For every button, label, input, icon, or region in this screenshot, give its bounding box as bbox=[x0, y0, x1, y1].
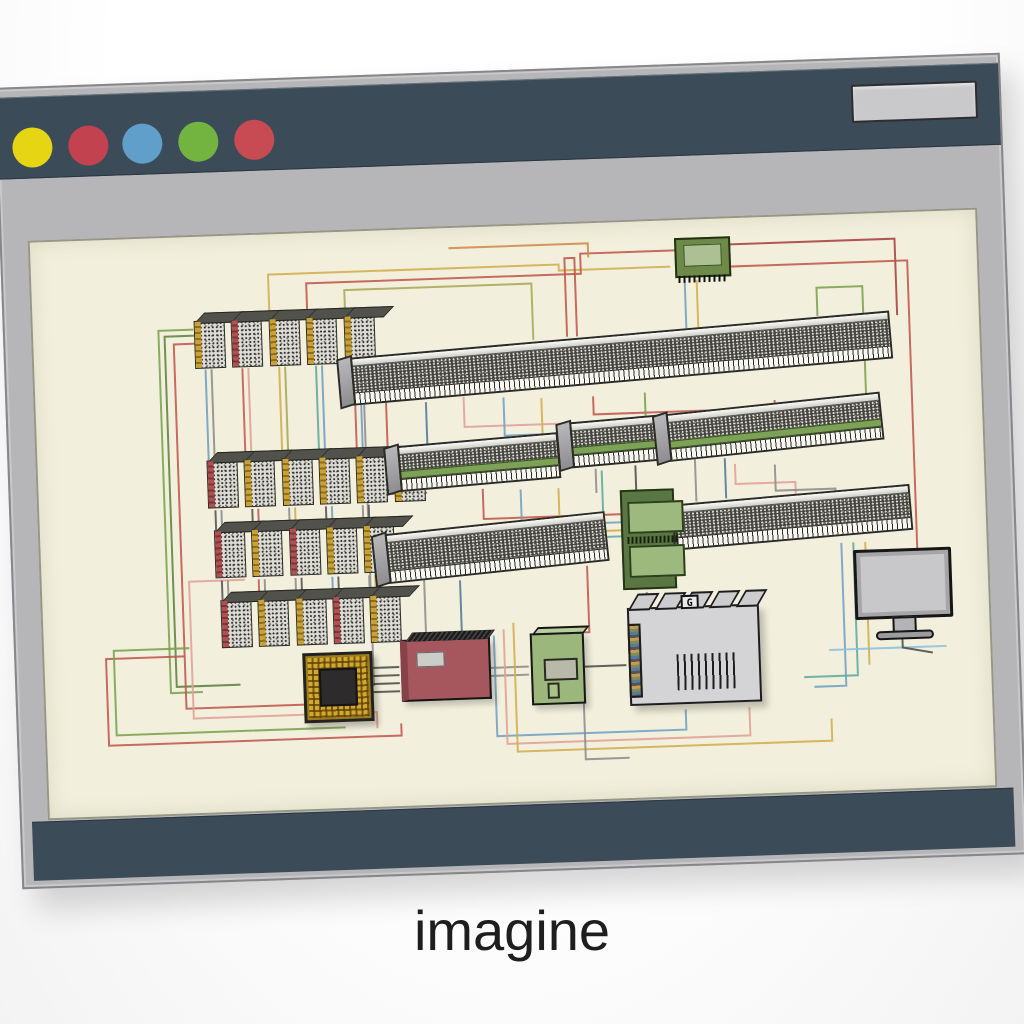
green-relay-box bbox=[529, 625, 590, 706]
dip-chip bbox=[355, 454, 389, 504]
dip-chip bbox=[295, 596, 328, 646]
plc-unit: G bbox=[626, 589, 768, 706]
red-controller-box bbox=[399, 629, 496, 702]
dip-chip bbox=[281, 456, 315, 506]
cpu-chip bbox=[302, 650, 375, 724]
dip-chip bbox=[332, 595, 365, 645]
dip-chip bbox=[305, 315, 339, 366]
dip-chip bbox=[193, 319, 227, 369]
address-bar[interactable] bbox=[850, 80, 978, 123]
dip-chip bbox=[213, 529, 247, 579]
browser-window: G bbox=[0, 52, 1024, 890]
dip-chip bbox=[230, 318, 264, 368]
titlebar-dot-red-2[interactable] bbox=[233, 119, 275, 161]
dip-chip bbox=[206, 459, 240, 509]
dip-chip bbox=[268, 317, 302, 367]
dip-chip bbox=[318, 455, 352, 505]
green-relay-module bbox=[619, 488, 686, 591]
dip-chip bbox=[257, 597, 290, 647]
dip-chip bbox=[243, 458, 277, 508]
dip-chip bbox=[369, 593, 402, 643]
dip-chip bbox=[325, 525, 359, 575]
monitor bbox=[852, 546, 954, 641]
titlebar-dot-red[interactable] bbox=[67, 124, 110, 167]
dip-chip bbox=[288, 526, 322, 576]
green-pcb-module bbox=[673, 236, 732, 284]
titlebar-dot-yellow[interactable] bbox=[11, 126, 54, 169]
titlebar-dot-green[interactable] bbox=[177, 121, 220, 163]
titlebar-dots bbox=[0, 64, 998, 169]
titlebar bbox=[0, 62, 1001, 180]
content-panel: G bbox=[27, 207, 998, 821]
caption-text: imagine bbox=[413, 899, 611, 962]
dip-chip bbox=[220, 599, 253, 649]
wiring-diagram: G bbox=[30, 210, 996, 819]
dip-chip bbox=[250, 528, 284, 578]
titlebar-dot-blue[interactable] bbox=[121, 122, 164, 165]
